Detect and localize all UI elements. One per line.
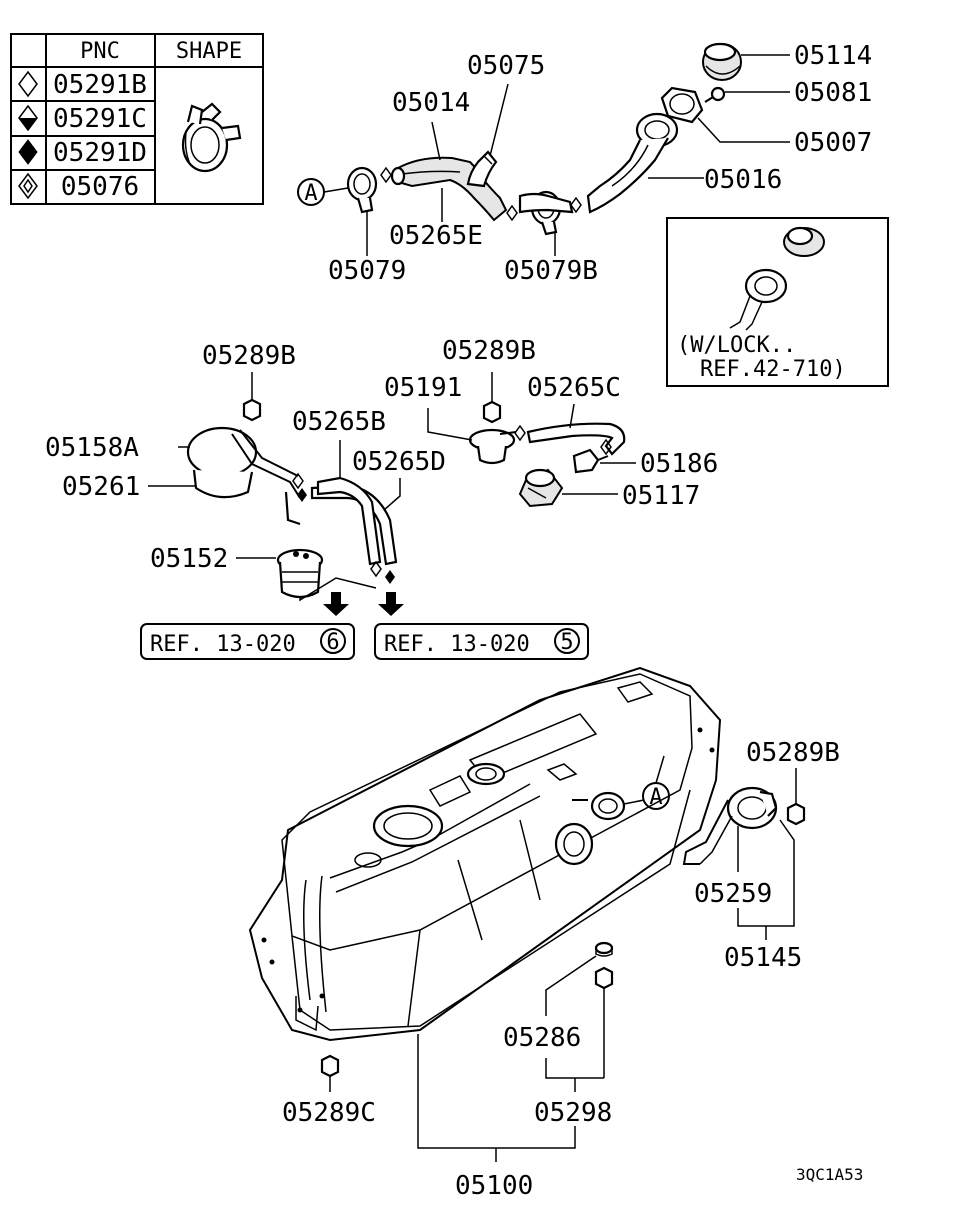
nut-05289c: [320, 1054, 340, 1078]
diamond-outline-icon: [570, 196, 582, 214]
ref-num-6: 6: [326, 630, 339, 655]
inset-note-line2: REF.42-710): [700, 357, 846, 382]
check-valve: [572, 448, 609, 474]
diamond-outline-icon: [292, 472, 304, 490]
locking-cap: [783, 226, 825, 257]
label-05117: 05117: [622, 481, 700, 511]
clamp-shape-icon: [181, 102, 242, 173]
pump-hoses: [310, 476, 398, 566]
label-05289B-right: 05289B: [746, 738, 840, 768]
label-05289C: 05289C: [282, 1098, 376, 1128]
label-05014: 05014: [392, 88, 470, 118]
clamp-05079: [346, 166, 378, 214]
pump-plate: [186, 426, 301, 526]
filler-neck-pipe: [586, 112, 679, 214]
diamond-inner-icon: [18, 172, 38, 200]
vent-valve-group: 05289B 05191 05265C 05186: [384, 336, 718, 511]
diamond-filled-icon: [18, 139, 38, 165]
clamp-05079b: [518, 190, 574, 236]
label-05007: 05007: [794, 128, 872, 158]
diamond-half-icon: [600, 438, 612, 456]
nut-05298: [594, 966, 614, 990]
fuel-gauge-unit: [682, 786, 778, 865]
legend-header-shape: SHAPE: [176, 39, 242, 64]
arrow-down-icon: [378, 592, 404, 616]
fuel-cap: [702, 42, 742, 81]
label-05158A: 05158A: [45, 433, 139, 463]
inset-filler-neck: [729, 268, 788, 331]
fuel-strainer: [276, 548, 324, 599]
label-05289B-left: 05289B: [202, 341, 296, 371]
diamond-inner-icon: [506, 204, 518, 222]
label-05186: 05186: [640, 449, 718, 479]
arrow-down-icon: [323, 592, 349, 616]
label-05081: 05081: [794, 78, 872, 108]
label-05286: 05286: [503, 1023, 581, 1053]
label-05289B-mid: 05289B: [442, 336, 536, 366]
rollover-valve: [468, 428, 517, 465]
legend-table: PNC SHAPE 05291B 05291C 05291D 05076: [10, 33, 264, 205]
legend-pnc-3: 05291D: [53, 138, 147, 168]
diamond-filled-icon: [297, 488, 307, 502]
breather-tube: [466, 150, 498, 188]
lock-cap-inset: (W/LOCK.. REF.42-710): [666, 217, 889, 387]
label-05259: 05259: [694, 879, 772, 909]
legend-pnc-2: 05291C: [53, 104, 147, 134]
diamond-outline-icon: [18, 70, 38, 98]
label-05016: 05016: [704, 165, 782, 195]
callout-a-tank: A: [649, 785, 662, 810]
screw: [704, 86, 726, 103]
callout-a-top: A: [304, 181, 317, 206]
bottom-fasteners: 05286 05298 05289C 05100: [282, 941, 614, 1201]
legend-pnc-4: 05076: [61, 172, 139, 202]
inset-note-line1: (W/LOCK..: [677, 333, 796, 358]
diamond-filled-icon: [385, 570, 395, 584]
figure-code: 3QC1A53: [796, 1165, 863, 1184]
nut-05289b-left: [242, 398, 262, 422]
label-05265E: 05265E: [389, 221, 483, 251]
label-05075: 05075: [467, 51, 545, 81]
ref-13-020-5: REF. 13-020: [384, 632, 530, 657]
label-05100: 05100: [455, 1171, 533, 1201]
label-05298: 05298: [534, 1098, 612, 1128]
ref-13-020-6: REF. 13-020: [150, 632, 296, 657]
label-05265C: 05265C: [527, 373, 621, 403]
label-05265B: 05265B: [292, 407, 386, 437]
label-05261: 05261: [62, 472, 140, 502]
label-05152: 05152: [150, 544, 228, 574]
label-05114: 05114: [794, 41, 872, 71]
fuel-pump-group: 05289B 05158A 05261 05152: [45, 341, 589, 660]
nut-05289b-mid: [482, 400, 502, 424]
label-05265D: 05265D: [352, 447, 446, 477]
diamond-half-icon: [514, 424, 526, 442]
vapor-canister: [518, 468, 564, 508]
label-05191: 05191: [384, 373, 462, 403]
label-05079: 05079: [328, 256, 406, 286]
legend-pnc-1: 05291B: [53, 70, 147, 100]
gauge-unit-group: 05289B 05259 05145: [682, 738, 840, 973]
label-05145: 05145: [724, 943, 802, 973]
diamond-outline-icon: [370, 560, 382, 578]
ref-num-5: 5: [560, 630, 573, 655]
legend-header-pnc: PNC: [80, 39, 120, 64]
filler-neck-group: 05114 05081 05007 05016: [297, 41, 872, 286]
label-05079B: 05079B: [504, 256, 598, 286]
nut-05289b-right: [786, 802, 806, 826]
diamond-half-icon: [18, 104, 38, 132]
fuel-tank: A: [248, 666, 722, 1042]
diamond-inner-icon: [380, 166, 392, 184]
washer-05286: [594, 941, 614, 957]
